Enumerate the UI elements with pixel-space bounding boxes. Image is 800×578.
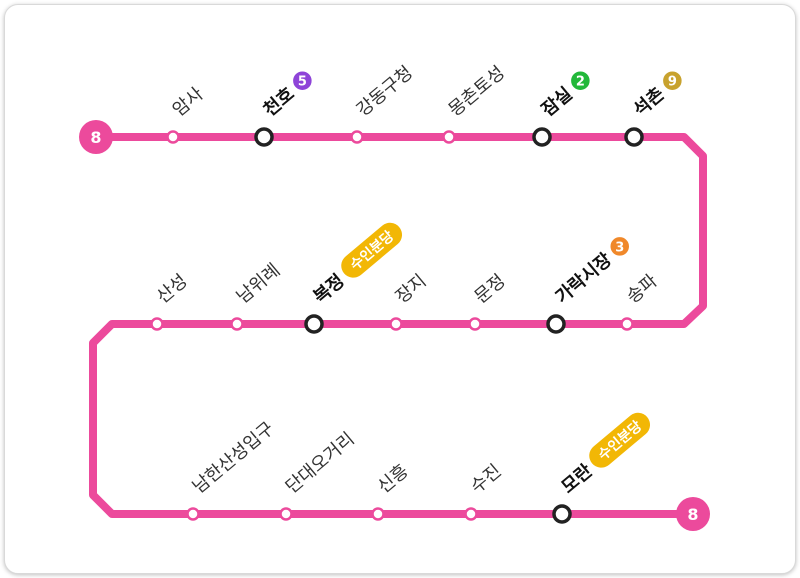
station-marker: [279, 507, 293, 521]
station-15[interactable]: 단대오거리: [279, 429, 359, 521]
station-name: 천호: [260, 83, 299, 120]
station-2[interactable]: 천호5: [254, 61, 322, 147]
station-marker: [442, 130, 456, 144]
station-name: 산성: [153, 270, 192, 307]
station-name: 복정: [310, 270, 349, 307]
station-marker: [166, 130, 180, 144]
transfer-badge-text: 5: [298, 75, 307, 90]
station-6[interactable]: 석촌9: [624, 61, 692, 147]
station-name: 강동구청: [353, 62, 417, 121]
transfer-badge-text: 3: [615, 240, 624, 255]
map-frame: [4, 4, 796, 574]
station-name: 잠실: [538, 83, 577, 120]
station-marker: [150, 317, 164, 331]
station-marker: [464, 507, 478, 521]
station-14[interactable]: 남한산성입구: [186, 418, 279, 521]
station-marker: [350, 130, 364, 144]
terminal-start[interactable]: 8: [79, 120, 113, 154]
station-marker: [620, 317, 634, 331]
station-marker: [389, 317, 403, 331]
station-name: 모란: [558, 460, 597, 498]
station-name: 문정: [471, 270, 510, 307]
transfer-station-marker: [552, 504, 572, 524]
station-name: 남위례: [233, 260, 285, 308]
station-marker: [371, 507, 385, 521]
station-marker: [186, 507, 200, 521]
station-5[interactable]: 잠실2: [532, 61, 600, 147]
transfer-badge-suin-bundang: 수인분당: [341, 222, 403, 278]
transfer-badge-line-2: 2: [569, 69, 592, 92]
station-name: 암사: [169, 83, 208, 121]
station-name: 단대오거리: [282, 429, 359, 498]
transfer-badge-line-3: 3: [608, 235, 631, 258]
transfer-badge-suin-bundang: 수인분당: [589, 412, 651, 468]
station-name: 가락시장: [552, 249, 617, 308]
station-name: 장지: [392, 270, 431, 307]
transfer-badge-text: 9: [668, 75, 677, 90]
transfer-badge-line-5: 5: [291, 69, 314, 92]
transfer-badge-text: 2: [576, 75, 585, 90]
station-4[interactable]: 몽촌토성: [442, 62, 509, 144]
station-marker: [468, 317, 482, 331]
transfer-station-marker: [304, 314, 324, 334]
station-name: 석촌: [630, 83, 669, 120]
transfer-station-marker: [254, 127, 274, 147]
terminal-end-label: 8: [687, 505, 698, 524]
station-name: 몽촌토성: [445, 62, 509, 121]
station-name: 남한산성입구: [189, 418, 279, 498]
transfer-badge-line-9: 9: [661, 69, 684, 92]
station-12[interactable]: 남위례: [230, 260, 285, 331]
station-3[interactable]: 강동구청: [350, 62, 417, 144]
transfer-station-marker: [624, 127, 644, 147]
terminal-end[interactable]: 8: [676, 497, 710, 531]
station-marker: [230, 317, 244, 331]
station-name: 신흥: [374, 460, 413, 497]
station-name: 송파: [623, 270, 662, 308]
transfer-station-marker: [532, 127, 552, 147]
station-name: 수진: [467, 460, 506, 497]
terminal-start-label: 8: [90, 128, 101, 147]
transfer-station-marker: [546, 314, 566, 334]
